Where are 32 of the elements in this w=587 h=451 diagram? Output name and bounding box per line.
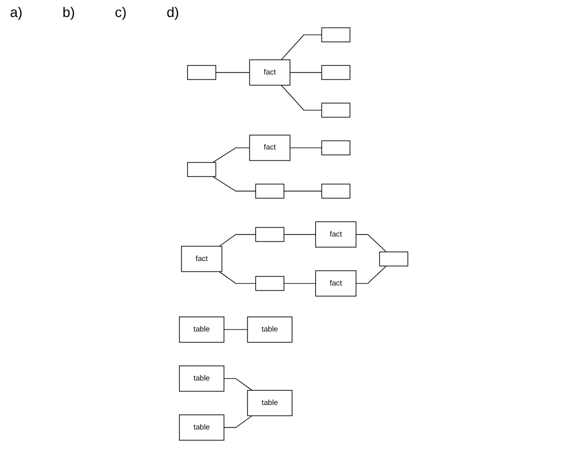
node-box — [321, 140, 350, 156]
connector — [283, 283, 316, 284]
node-box — [187, 65, 216, 80]
connector — [224, 378, 252, 391]
panel-label: b) — [62, 4, 75, 20]
connector — [212, 147, 250, 163]
connector — [356, 234, 386, 252]
node-box — [255, 227, 284, 242]
connector — [283, 190, 322, 192]
connector — [224, 415, 252, 428]
panel-label: a) — [10, 4, 22, 20]
connector — [290, 147, 322, 148]
node-box — [321, 27, 350, 42]
panel-label: d) — [166, 4, 180, 20]
connector — [212, 176, 256, 192]
connector — [215, 72, 250, 73]
connector — [283, 234, 316, 235]
node-box — [321, 65, 350, 80]
node-box — [321, 184, 350, 199]
connector — [280, 84, 322, 111]
connector — [280, 34, 322, 60]
node-box — [255, 184, 284, 199]
node-box — [379, 252, 408, 266]
node-box — [187, 162, 216, 177]
connector — [218, 271, 256, 284]
connector — [218, 234, 256, 247]
node-box — [255, 276, 284, 291]
connector — [356, 266, 386, 284]
node-box — [321, 102, 350, 118]
connector — [224, 329, 248, 330]
panel-label: c) — [114, 4, 127, 20]
connector — [290, 72, 322, 73]
